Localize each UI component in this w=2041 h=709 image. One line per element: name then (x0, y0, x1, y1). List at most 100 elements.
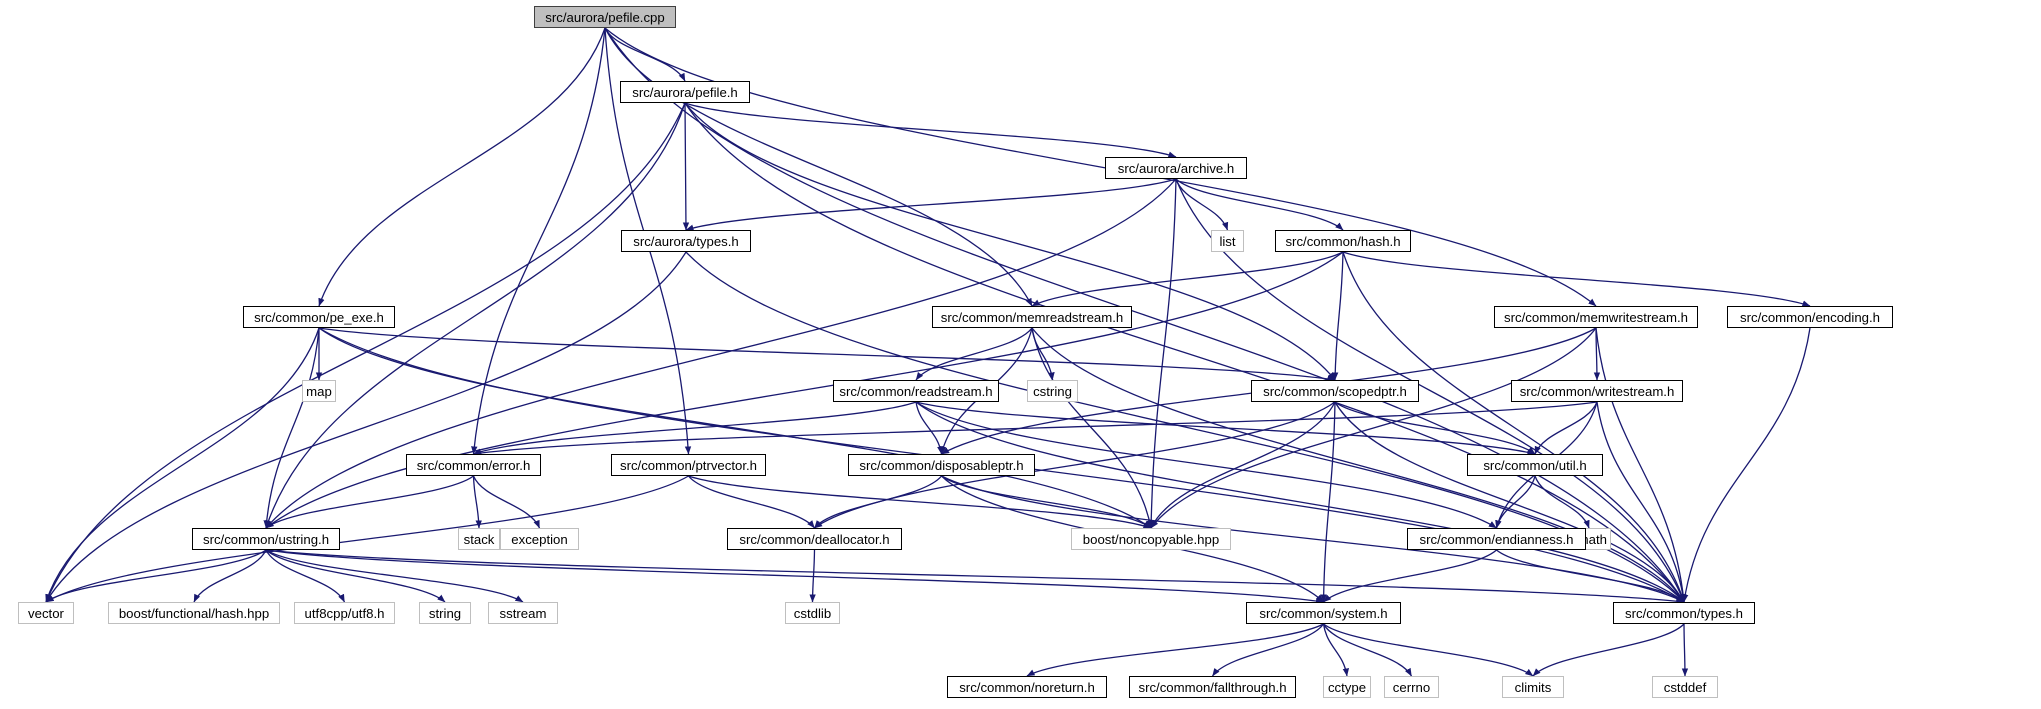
node-label: src/aurora/types.h (633, 233, 739, 249)
edge-readstream-h-to-disposableptr-h (915, 401, 944, 455)
node-label: src/common/noreturn.h (959, 679, 1095, 695)
node-archive-h[interactable]: src/aurora/archive.h (1105, 157, 1247, 179)
node-label: src/common/fallthrough.h (1138, 679, 1287, 695)
node-label: cstddef (1663, 679, 1707, 695)
node-encoding-h[interactable]: src/common/encoding.h (1727, 306, 1893, 328)
edge-pe-exe-h-to-vector (45, 327, 320, 603)
node-label: cstdlib (793, 605, 832, 621)
edge-hash-h-to-common-types-h (1342, 251, 1685, 603)
edge-disposableptr-h-to-deallocator-h (813, 475, 943, 529)
edge-system-h-to-climits (1323, 623, 1534, 677)
edge-scopedptr-h-to-noncopyable (1150, 401, 1336, 529)
node-label: src/common/hash.h (1285, 233, 1401, 249)
edge-readstream-h-to-endianness-h (915, 401, 1497, 529)
node-common-types-h[interactable]: src/common/types.h (1613, 602, 1755, 624)
node-label: stack (463, 531, 495, 547)
edge-root-to-memreadstream-h (604, 27, 1033, 307)
node-label: utf8cpp/utf8.h (304, 605, 385, 621)
edge-root-to-pefile-h (604, 27, 686, 82)
node-endianness-h[interactable]: src/common/endianness.h (1407, 528, 1586, 550)
node-label: string (428, 605, 462, 621)
node-readstream-h[interactable]: src/common/readstream.h (833, 380, 999, 402)
node-ptrvector-h[interactable]: src/common/ptrvector.h (611, 454, 766, 476)
node-label: src/common/encoding.h (1739, 309, 1880, 325)
edge-memreadstream-h-to-cstring (1031, 327, 1055, 381)
node-system-h[interactable]: src/common/system.h (1246, 602, 1401, 624)
edge-pe-exe-h-to-scopedptr-h (318, 327, 1336, 383)
edge-root-to-error-h (471, 27, 606, 455)
edge-error-h-to-stack (472, 475, 482, 529)
node-noncopyable: boost/noncopyable.hpp (1071, 528, 1231, 550)
edge-pefile-h-to-ustring-h (265, 102, 686, 529)
edge-hash-h-to-ustring-h (265, 251, 1344, 529)
node-vector: vector (18, 602, 74, 624)
edge-ptrvector-h-to-vector (45, 475, 689, 603)
edge-writestream-h-to-error-h (473, 401, 1598, 457)
edge-ustring-h-to-system-h (265, 549, 1324, 605)
node-label: src/aurora/pefile.cpp (545, 9, 665, 25)
edge-util-h-to-cmath (1534, 475, 1590, 529)
edge-pefile-h-to-scopedptr-h (684, 102, 1336, 381)
edge-readstream-h-to-error-h (473, 401, 917, 455)
node-error-h[interactable]: src/common/error.h (406, 454, 541, 476)
edge-aurora-types-h-to-vector (45, 251, 687, 603)
node-deallocator-h[interactable]: src/common/deallocator.h (727, 528, 902, 550)
node-noreturn-h[interactable]: src/common/noreturn.h (947, 676, 1107, 698)
node-writestream-h[interactable]: src/common/writestream.h (1511, 380, 1683, 402)
node-cctype: cctype (1323, 676, 1371, 698)
node-map: map (302, 380, 336, 402)
node-root[interactable]: src/aurora/pefile.cpp (534, 6, 676, 28)
node-aurora-types-h[interactable]: src/aurora/types.h (621, 230, 751, 252)
node-util-h[interactable]: src/common/util.h (1467, 454, 1603, 476)
edge-system-h-to-fallthrough-h (1211, 623, 1325, 677)
edge-root-to-memwritestream-h (604, 27, 1597, 307)
node-fallthrough-h[interactable]: src/common/fallthrough.h (1129, 676, 1296, 698)
node-label: src/common/error.h (416, 457, 531, 473)
node-memreadstream-h[interactable]: src/common/memreadstream.h (932, 306, 1132, 328)
node-label: src/common/readstream.h (839, 383, 993, 399)
edge-pe-exe-h-to-ustring-h (263, 327, 320, 529)
node-memwritestream-h[interactable]: src/common/memwritestream.h (1494, 306, 1698, 328)
edge-deallocator-h-to-cstdlib (809, 549, 816, 603)
node-label: src/common/util.h (1483, 457, 1587, 473)
edge-memwritestream-h-to-noncopyable (1150, 327, 1597, 529)
node-label: cctype (1327, 679, 1367, 695)
edge-memreadstream-h-to-common-types-h (1031, 327, 1685, 603)
node-hash-h[interactable]: src/common/hash.h (1275, 230, 1411, 252)
edge-ustring-h-to-sstream (265, 549, 524, 603)
node-string: string (419, 602, 471, 624)
edge-ustring-h-to-string (265, 549, 446, 603)
edge-encoding-h-to-common-types-h (1681, 327, 1811, 603)
node-utf8: utf8cpp/utf8.h (294, 602, 395, 624)
node-ustring-h[interactable]: src/common/ustring.h (192, 528, 340, 550)
edge-archive-h-to-noncopyable (1147, 178, 1177, 529)
node-disposableptr-h[interactable]: src/common/disposableptr.h (848, 454, 1035, 476)
node-label: map (306, 383, 332, 399)
node-label: boost/functional/hash.hpp (118, 605, 270, 621)
node-label: cerrno (1392, 679, 1431, 695)
edge-hash-h-to-memreadstream-h (1031, 251, 1344, 307)
edge-archive-h-to-aurora-types-h (685, 178, 1177, 231)
edge-endianness-h-to-common-types-h (1496, 549, 1685, 603)
edge-archive-h-to-hash-h (1175, 178, 1344, 231)
edges-group (45, 27, 1811, 677)
node-label: src/common/writestream.h (1519, 383, 1675, 399)
node-scopedptr-h[interactable]: src/common/scopedptr.h (1251, 380, 1419, 402)
node-label: src/common/endianness.h (1419, 531, 1574, 547)
edge-archive-h-to-common-types-h (1175, 178, 1685, 603)
node-cstddef: cstddef (1652, 676, 1718, 698)
node-pe-exe-h[interactable]: src/common/pe_exe.h (243, 306, 395, 328)
edge-system-h-to-cctype (1322, 623, 1350, 677)
edge-memreadstream-h-to-readstream-h (915, 327, 1033, 381)
node-label: src/common/ustring.h (202, 531, 330, 547)
node-pefile-h[interactable]: src/aurora/pefile.h (620, 81, 750, 103)
edge-system-h-to-noreturn-h (1026, 623, 1324, 677)
edge-readstream-h-to-common-types-h (915, 401, 1685, 603)
edge-hash-h-to-scopedptr-h (1331, 251, 1344, 381)
node-label: src/common/types.h (1625, 605, 1743, 621)
node-label: exception (511, 531, 568, 547)
edge-util-h-to-endianness-h (1495, 475, 1536, 529)
edge-disposableptr-h-to-noncopyable (941, 475, 1152, 529)
